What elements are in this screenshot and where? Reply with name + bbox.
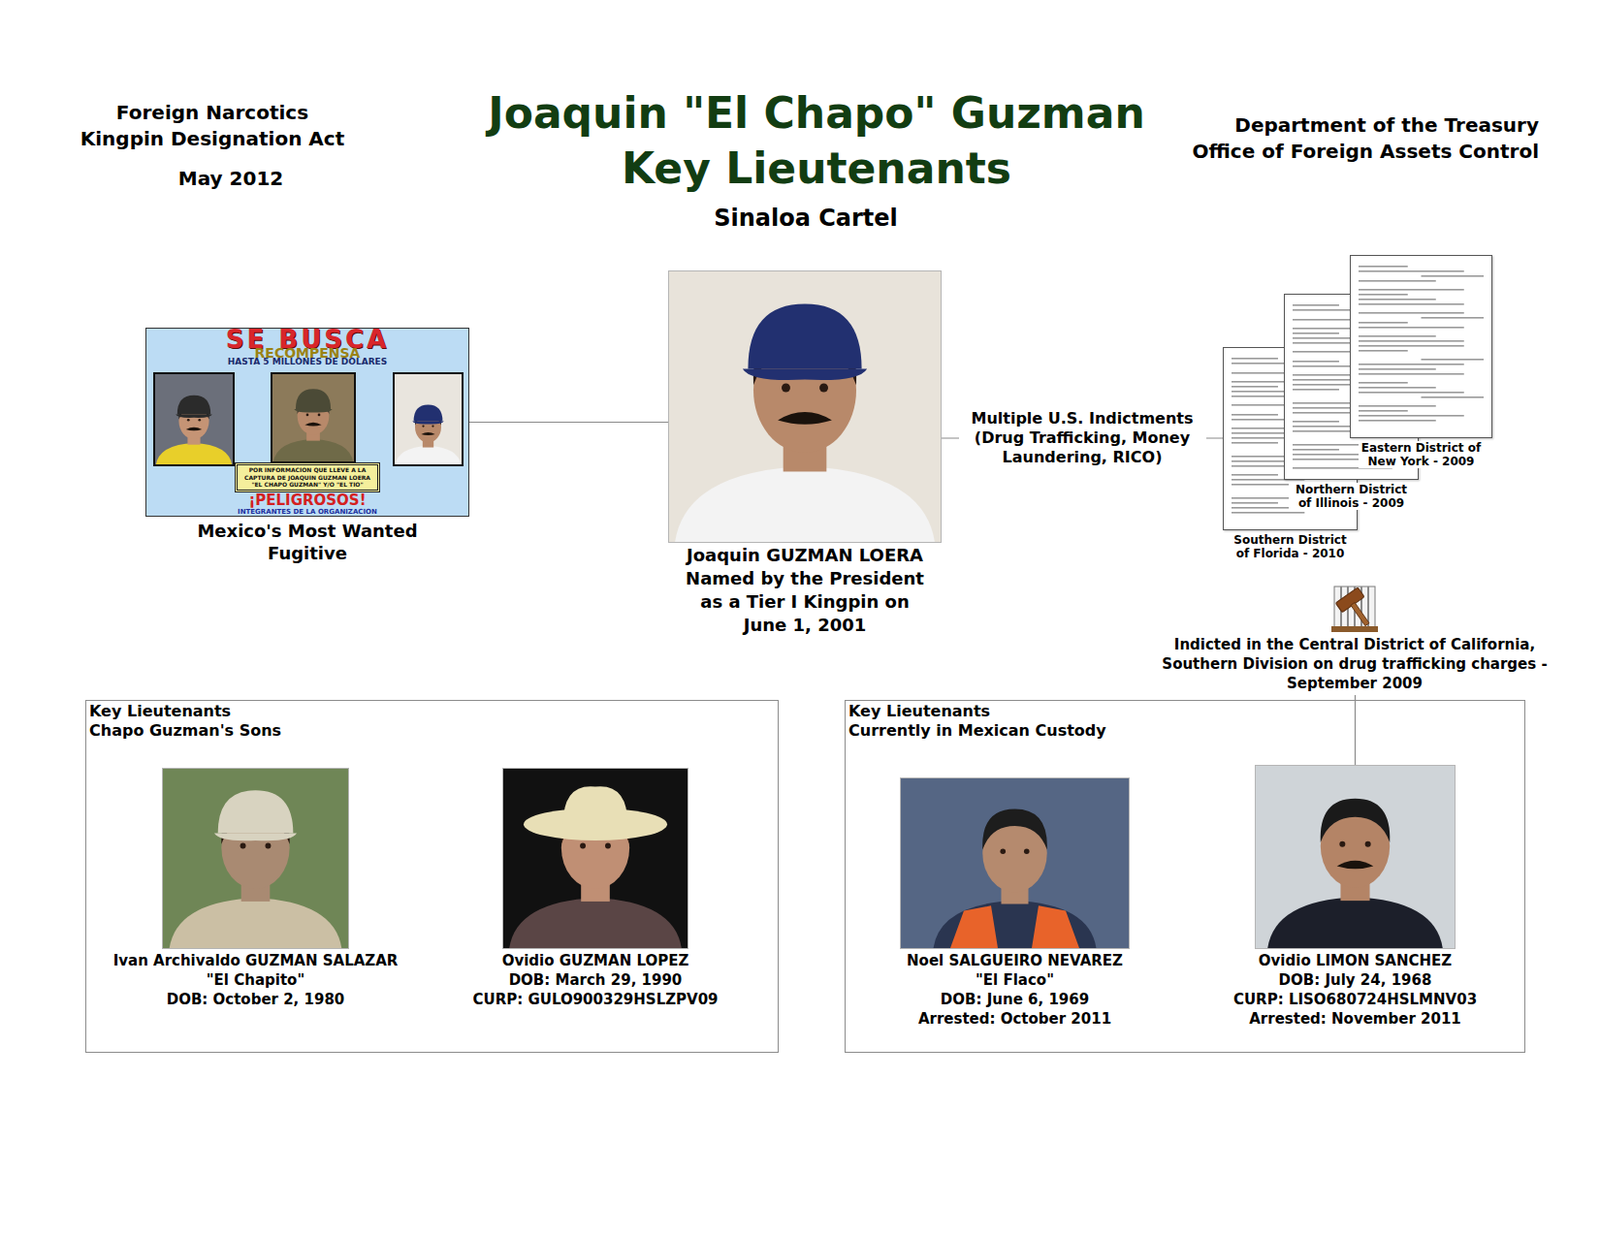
node-caption: Arrested: November 2011: [1233, 1009, 1477, 1029]
photo-placeholder: [1255, 766, 1455, 949]
group-heading: Chapo Guzman's Sons: [89, 721, 775, 741]
group-heading: Key Lieutenants: [848, 702, 1522, 722]
caption-block: Joaquin GUZMAN LOERA Named by the Presid…: [680, 544, 929, 638]
photo-placeholder: [900, 778, 1129, 949]
node-caption: DOB: March 29, 1990: [472, 970, 718, 991]
connector-line: [469, 421, 669, 423]
node-caption: "El Flaco": [906, 970, 1123, 991]
node-caption: Ovidio LIMON SANCHEZ: [1233, 951, 1477, 971]
photo-placeholder: [503, 768, 688, 949]
connector-line: [1354, 695, 1356, 766]
gavel-icon: [1331, 586, 1378, 633]
connector-line: [941, 437, 1223, 439]
indictment-document: Eastern District of New York - 2009: [1349, 255, 1493, 439]
group-heading: Key LieutenantsChapo Guzman's Sons: [86, 701, 778, 742]
office-name: Office of Foreign Assets Control: [1151, 138, 1539, 164]
wanted-poster: Mexico's Most Wanted Fugitive: [145, 327, 470, 517]
group-box: Key LieutenantsCurrently in Mexican Cust…: [844, 700, 1526, 1054]
group-heading: Key LieutenantsCurrently in Mexican Cust…: [845, 701, 1525, 742]
person-photo: Ovidio GUZMAN LOPEZDOB: March 29, 1990CU…: [502, 768, 689, 950]
date-note: May 2012: [153, 165, 309, 192]
kingpin-photo: Joaquin GUZMAN LOERA Named by the Presid…: [668, 270, 942, 544]
document-illustration: [1350, 256, 1492, 438]
caption-block: Southern District of Florida - 2010: [1227, 533, 1354, 561]
node-caption: DOB: June 6, 1969: [906, 990, 1123, 1010]
node-caption: DOB: October 2, 1980: [113, 990, 399, 1010]
node-caption: Indicted in the Central District of Cali…: [1160, 635, 1549, 694]
caption-block: Noel SALGUEIRO NEVAREZ"El Flaco"DOB: Jun…: [906, 951, 1123, 1029]
person-photo: Ovidio LIMON SANCHEZDOB: July 24, 1968CU…: [1254, 765, 1456, 950]
caption-block: Eastern District of New York - 2009: [1358, 441, 1485, 469]
person-photo: Noel SALGUEIRO NEVAREZ"El Flaco"DOB: Jun…: [899, 777, 1130, 950]
photo-placeholder: [669, 271, 941, 543]
node-caption: CURP: LISO680724HSLMNV03: [1233, 990, 1477, 1010]
caption-block: Ovidio LIMON SANCHEZDOB: July 24, 1968CU…: [1233, 951, 1477, 1029]
caption-block: Ovidio GUZMAN LOPEZDOB: March 29, 1990CU…: [472, 951, 718, 1010]
caption-block: Northern District of Illinois - 2009: [1288, 482, 1415, 511]
node-caption: "El Chapito": [113, 970, 399, 991]
node-caption: Eastern District of New York - 2009: [1358, 441, 1485, 469]
node-caption: Ivan Archivaldo GUZMAN SALAZAR: [113, 951, 399, 971]
act-name: Foreign Narcotics Kingpin Designation Ac…: [75, 99, 350, 153]
subtitle: Sinaloa Cartel: [611, 203, 1000, 233]
agency-name: Department of the Treasury: [1151, 112, 1539, 138]
node-caption: Arrested: October 2011: [906, 1009, 1123, 1029]
node-caption: Joaquin GUZMAN LOERA Named by the Presid…: [680, 544, 929, 638]
edge-label: Multiple U.S. Indictments (Drug Traffick…: [959, 409, 1207, 468]
caption-block: Ivan Archivaldo GUZMAN SALAZAR"El Chapit…: [113, 951, 399, 1010]
node-caption: Noel SALGUEIRO NEVAREZ: [906, 951, 1123, 971]
node-caption: DOB: July 24, 1968: [1233, 970, 1477, 991]
node-caption: Mexico's Most Wanted Fugitive: [186, 519, 429, 565]
person-photo: Ivan Archivaldo GUZMAN SALAZAR"El Chapit…: [161, 768, 350, 950]
page-title: Joaquin "El Chapo" Guzman Key Lieutenant…: [448, 85, 1185, 196]
node-caption: CURP: GULO900329HSLZPV09: [472, 990, 718, 1010]
group-heading: Currently in Mexican Custody: [848, 721, 1522, 741]
caption-block: Mexico's Most Wanted Fugitive: [186, 519, 429, 565]
poster-illustration: [146, 328, 469, 516]
indictment-note: Indicted in the Central District of Cali…: [1160, 635, 1549, 694]
photo-placeholder: [162, 768, 349, 949]
node-caption: Northern District of Illinois - 2009: [1288, 482, 1415, 511]
node-caption: Ovidio GUZMAN LOPEZ: [472, 951, 718, 971]
group-box: Key LieutenantsChapo Guzman's SonsIvan A…: [85, 700, 779, 1054]
node-caption: Southern District of Florida - 2010: [1227, 533, 1354, 561]
group-heading: Key Lieutenants: [89, 702, 775, 722]
